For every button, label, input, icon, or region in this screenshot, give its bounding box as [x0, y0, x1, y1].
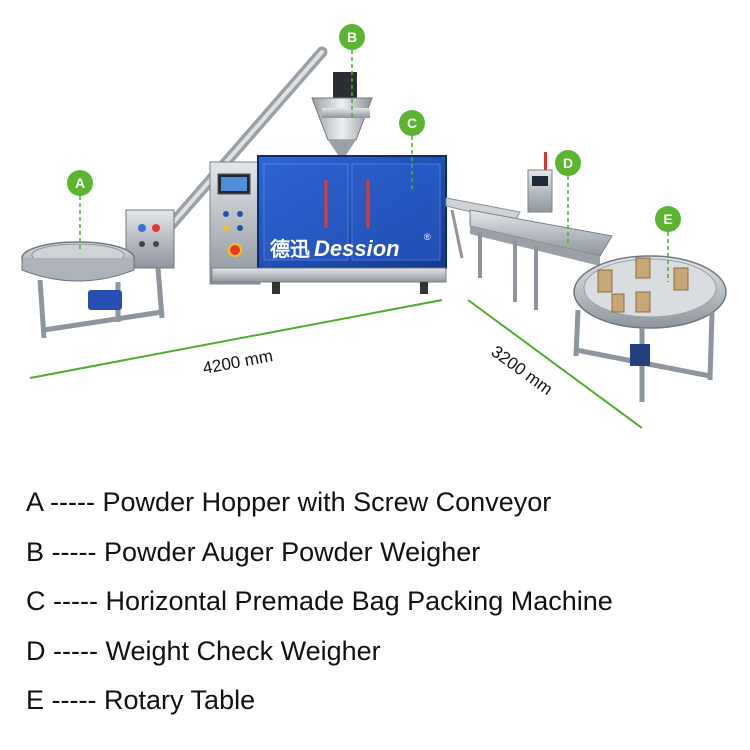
legend-item-c: C ----- Horizontal Premade Bag Packing M… — [26, 577, 746, 627]
legend-description: Weight Check Weigher — [105, 635, 381, 666]
callout-leaders — [79, 50, 669, 282]
rotary-table-machine — [573, 255, 727, 402]
legend-separator: ----- — [53, 635, 98, 666]
check-weigher-machine — [469, 152, 613, 310]
legend-description: Powder Auger Powder Weigher — [104, 536, 481, 567]
legend-description: Horizontal Premade Bag Packing Machine — [105, 586, 613, 616]
length-dimension-label: 4200 mm — [201, 346, 274, 378]
callout-letter: C — [407, 115, 417, 131]
legend-separator: ----- — [53, 586, 98, 616]
auger-weigher-machine — [311, 72, 373, 158]
legend-letter: A — [26, 487, 43, 517]
length-dimension-line — [29, 299, 443, 379]
legend-separator: ----- — [51, 685, 97, 715]
callout-letter: D — [563, 155, 573, 171]
legend-item-b: B ----- Powder Auger Powder Weigher — [26, 528, 746, 578]
powder-hopper-machine — [21, 46, 328, 339]
legend-letter: E — [26, 685, 45, 715]
callout-badge-e: E — [655, 206, 681, 232]
callout-letter: E — [663, 211, 672, 227]
component-legend: A ----- Powder Hopper with Screw Conveyo… — [26, 478, 746, 726]
legend-letter: B — [26, 536, 45, 567]
legend-description: Rotary Table — [104, 685, 256, 715]
brand-registered-mark: ® — [424, 232, 431, 242]
legend-letter: D — [26, 635, 46, 666]
width-dimension-line — [467, 299, 643, 429]
legend-item-d: D ----- Weight Check Weigher — [26, 627, 746, 677]
legend-item-e: E ----- Rotary Table — [26, 676, 746, 726]
callout-badge-b: B — [339, 24, 365, 50]
callout-letter: A — [75, 175, 85, 191]
legend-item-a: A ----- Powder Hopper with Screw Conveyo… — [26, 478, 746, 528]
production-line-illustration: 德迅 Dession ® — [21, 24, 727, 429]
legend-separator: ----- — [51, 536, 97, 567]
callout-letter: B — [347, 29, 357, 45]
callout-badge-c: C — [399, 110, 425, 136]
bag-packing-machine — [209, 155, 447, 294]
callout-badge-d: D — [555, 150, 581, 176]
brand-english: Dession — [314, 236, 400, 261]
callout-badge-a: A — [67, 170, 93, 196]
legend-description: Powder Hopper with Screw Conveyor — [102, 487, 552, 517]
width-dimension-label: 3200 mm — [488, 342, 557, 399]
brand-chinese: 德迅 — [270, 237, 310, 261]
legend-separator: ----- — [50, 487, 96, 517]
legend-letter: C — [26, 586, 46, 616]
